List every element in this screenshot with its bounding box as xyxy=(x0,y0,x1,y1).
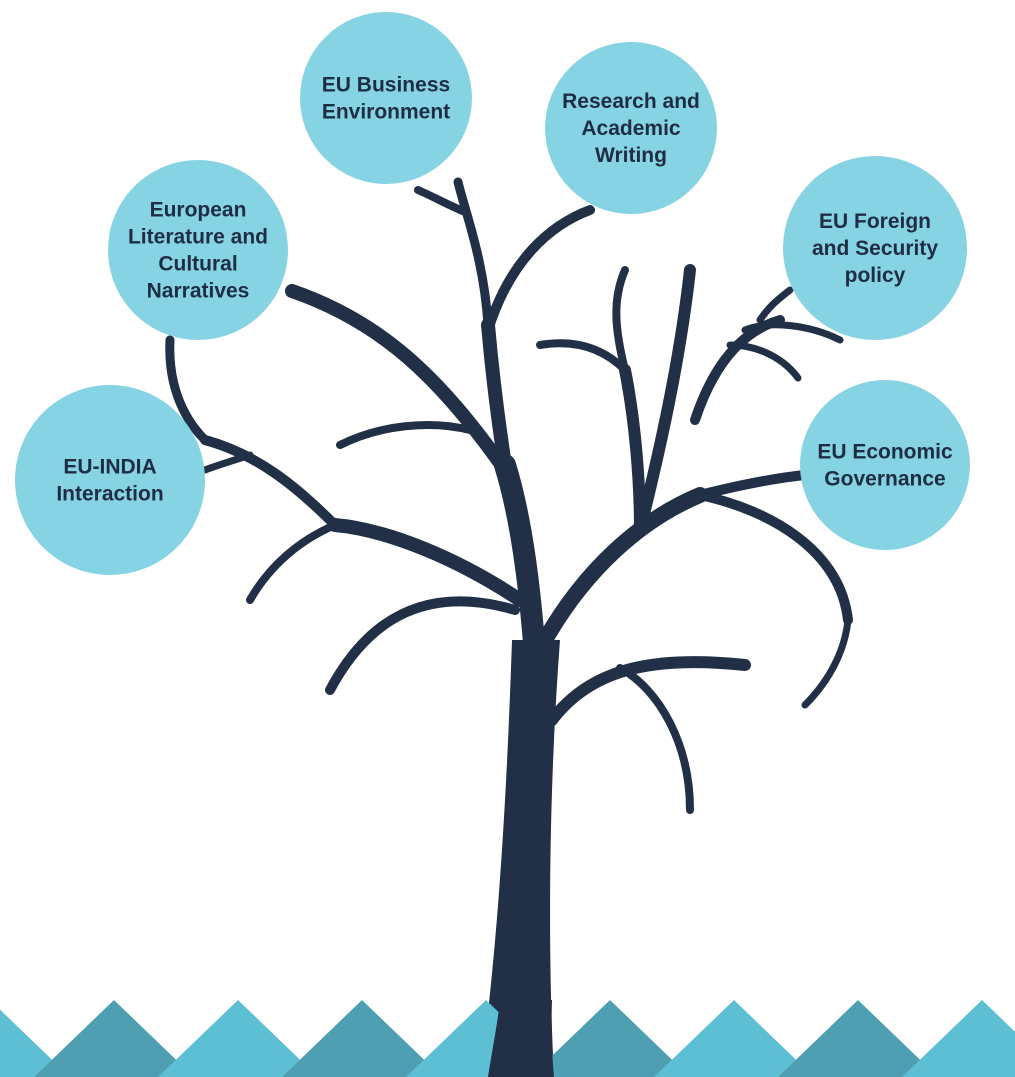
topic-label-line: Narratives xyxy=(147,280,250,303)
branch xyxy=(537,487,708,648)
branch xyxy=(536,339,629,374)
topic-label-line: Research and xyxy=(562,90,700,113)
topic-label-line: European xyxy=(150,199,247,222)
branch xyxy=(200,435,340,530)
branch xyxy=(741,321,844,344)
tree-trunk xyxy=(480,640,560,1077)
topic-label-line: Academic xyxy=(581,117,681,140)
branch xyxy=(494,454,546,666)
topic-label-line: EU Economic xyxy=(817,441,953,464)
topic-label-line: EU Business xyxy=(322,74,450,97)
topic-label-line: Interaction xyxy=(56,483,163,506)
topic-label-line: EU-INDIA xyxy=(63,456,156,479)
wave-triangle xyxy=(902,1000,1015,1077)
topic-circle xyxy=(300,12,472,184)
branch xyxy=(612,266,629,374)
topic-node-eu-india: EU-INDIA Interaction xyxy=(15,385,205,575)
wave-triangle xyxy=(530,1000,690,1077)
topic-circle xyxy=(783,156,967,340)
topic-circle xyxy=(15,385,205,575)
branch xyxy=(695,490,853,625)
branch xyxy=(201,451,254,474)
wave-triangle xyxy=(158,1000,318,1077)
branch xyxy=(801,616,852,709)
bottom-wave-border xyxy=(0,1000,1015,1077)
topic-label-line: Cultural xyxy=(158,253,237,276)
tree-illustration xyxy=(165,177,853,1077)
branch xyxy=(690,315,785,425)
topic-label-line: Governance xyxy=(824,468,945,491)
branch xyxy=(453,177,493,330)
branch xyxy=(726,341,802,382)
branch xyxy=(328,518,527,607)
topic-circle xyxy=(108,160,288,340)
wave-triangle xyxy=(34,1000,194,1077)
topic-label-line: EU Foreign xyxy=(819,210,931,233)
wave-triangle xyxy=(778,1000,938,1077)
branch xyxy=(481,318,512,472)
branch xyxy=(165,335,210,445)
branch xyxy=(414,186,469,216)
branch xyxy=(695,470,810,500)
topic-label-line: Writing xyxy=(595,144,667,167)
branch xyxy=(285,284,512,477)
tree-trunk-base xyxy=(488,1000,554,1077)
wave-triangle xyxy=(654,1000,814,1077)
topic-label-line: Environment xyxy=(322,101,450,124)
branch xyxy=(246,521,339,604)
topic-label-line: Literature and xyxy=(128,226,268,249)
branch xyxy=(616,664,694,814)
branch xyxy=(483,205,595,335)
topic-label-line: and Security xyxy=(812,237,938,260)
topic-circle xyxy=(545,42,717,214)
branch xyxy=(756,286,794,324)
topic-node-eu-foreign-security: EU Foreign and Security policy xyxy=(783,156,967,340)
topic-circle xyxy=(800,380,970,550)
branch xyxy=(336,421,474,449)
branch xyxy=(634,264,696,536)
wave-triangle xyxy=(282,1000,442,1077)
topic-label-line: policy xyxy=(845,264,906,287)
branch xyxy=(619,364,646,536)
branch xyxy=(325,596,520,695)
